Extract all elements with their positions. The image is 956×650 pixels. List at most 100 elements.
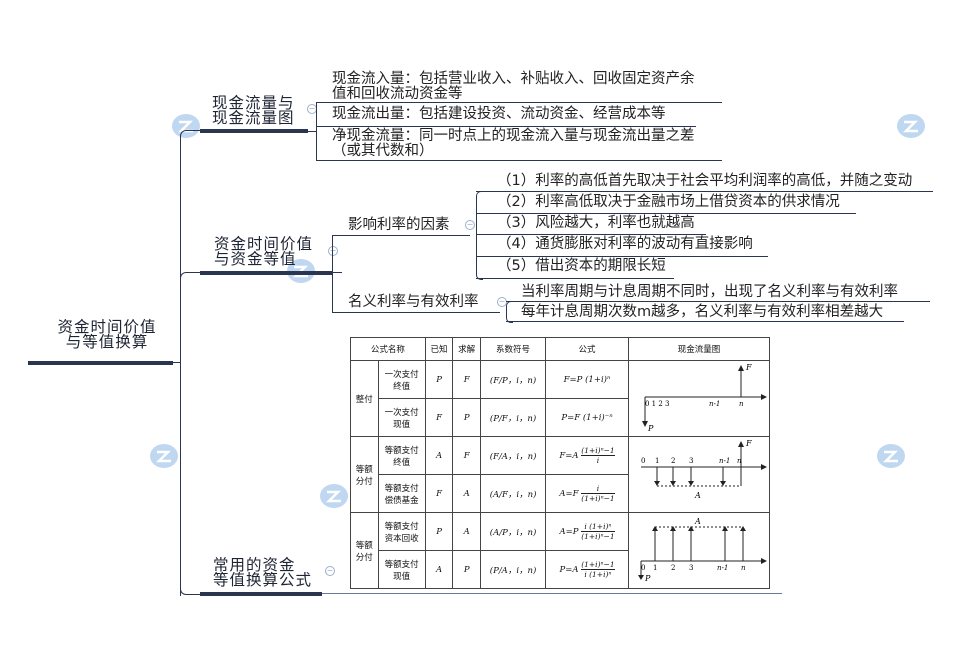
factor-symbol: (F/P，i，n): [479, 360, 547, 399]
nominal-rate-item[interactable]: 当利率周期与计息周期不同时，出现了名义利率与有效利率: [521, 284, 898, 300]
nominal-rate-underline: [506, 301, 930, 302]
interest-factor-item[interactable]: （3）风险越大，利率也就越高: [497, 215, 695, 231]
solve-var: A: [452, 512, 481, 551]
header-solve: 求解: [452, 337, 481, 361]
interest-factor-underline: [476, 278, 674, 279]
nominal-rate-item[interactable]: 每年计息周期次数m越多，名义利率与有效利率相差越大: [521, 304, 884, 320]
watermark-logo: [148, 440, 188, 474]
root-topic-label: 资金时间价值 与等值换算: [52, 319, 162, 350]
known-var: P: [424, 360, 454, 399]
branch-time-value-line2: 与资金等值: [214, 250, 297, 268]
header-formula-name: 公式名称: [350, 337, 426, 361]
factor-symbol: (A/P，i，n): [479, 512, 547, 551]
main-spine: [180, 136, 181, 596]
cashflow-inflow-underline: [316, 102, 722, 103]
formula-name: 等额支付现值: [377, 550, 426, 589]
interest-factor-item[interactable]: （2）利率高低取决于金融市场上借贷资本的供求情况: [497, 194, 840, 210]
factor-symbol: (P/A，i，n): [479, 550, 547, 589]
group-uniform-series: 等额分付: [350, 436, 379, 513]
table-row: 整付 一次支付终值 P F (F/P，i，n) F=P (1+i)ⁿ F P 0…: [350, 360, 771, 437]
formula-name: 一次支付终值: [377, 360, 426, 399]
solve-var: P: [452, 398, 481, 437]
table-row: 等额支付偿债基金 F A (A/F，i，n) A=F i(1+i)ⁿ−1: [351, 474, 770, 513]
svg-text:3: 3: [689, 457, 693, 465]
main-spine-mid-curve: [180, 272, 201, 279]
formula-expr: P=F (1+i)⁻ⁿ: [545, 398, 629, 437]
svg-text:n-1: n-1: [719, 457, 730, 465]
formula-name: 一次支付现值: [377, 398, 426, 437]
branch-time-value-underline: [200, 271, 332, 275]
interest-factor-item[interactable]: （1）利率的高低首先取决于社会平均利润率的高低，并随之变动: [497, 173, 913, 189]
svg-text:P: P: [644, 574, 651, 583]
branch-formulas-underline: [200, 592, 322, 596]
interest-factor-item[interactable]: （4）通货膨胀对利率的波动有直接影响: [497, 236, 753, 252]
svg-text:3: 3: [689, 564, 693, 572]
formula-name: 等额支付资本回收: [377, 512, 426, 551]
known-var: P: [424, 512, 454, 551]
cashflow-outflow-node[interactable]: 现金流出量：包括建设投资、流动资金、经营成本等: [332, 106, 666, 122]
svg-text:A: A: [694, 517, 701, 526]
cashflow-diagram-icon: F P 0 1 2 3 n-1 n: [641, 363, 767, 433]
group-lump-sum: 整付: [350, 360, 379, 437]
branch-cashflow-label[interactable]: 现金流量与 现金流量图: [212, 94, 295, 126]
header-formula: 公式: [545, 337, 629, 361]
interest-factors-node[interactable]: 影响利率的因素: [348, 217, 450, 233]
branch-cashflow-underline: [200, 129, 308, 133]
root-underline: [28, 361, 173, 365]
branch-formulas-label[interactable]: 常用的资金 等值换算公式: [213, 556, 313, 589]
known-var: A: [424, 550, 454, 589]
branch-formulas-line1: 常用的资金: [213, 556, 296, 574]
net-cashflow-node[interactable]: 净现金流量：同一时点上的现金流入量与现金流出量之差 （或其代数和）: [332, 129, 695, 159]
factor-symbol: (F/A，i，n): [479, 436, 547, 475]
interest-factors-bracket: [476, 191, 483, 280]
interest-factor-item[interactable]: （5）借出资本的期限长短: [497, 258, 666, 274]
collapse-toggle-icon[interactable]: −: [328, 246, 338, 256]
group-uniform-series: 等额分付: [350, 512, 379, 589]
factor-symbol: (A/F，i，n): [479, 474, 547, 513]
main-spine-top-curve: [180, 130, 201, 137]
svg-text:2: 2: [671, 457, 675, 465]
nominal-effective-rate-underline: [332, 312, 500, 313]
factor-symbol: (P/F，i，n): [479, 398, 547, 437]
interest-factor-underline: [476, 213, 856, 214]
branch-time-value-label[interactable]: 资金时间价值 与资金等值: [214, 235, 314, 268]
svg-text:F: F: [745, 439, 752, 448]
watermark-logo: [875, 440, 915, 474]
collapse-toggle-icon[interactable]: −: [465, 220, 475, 230]
branch-time-value-bracket: [332, 235, 333, 313]
branch-cashflow-connector: [308, 131, 316, 132]
interest-factor-underline: [476, 256, 768, 257]
watermark-logo: [895, 110, 935, 144]
branch-cashflow-line1: 现金流量与: [212, 94, 295, 112]
cashflow-inflow-line1: 现金流入量：包括营业收入、补贴收入、回收固定资产余: [332, 71, 695, 87]
watermark-logo: [170, 110, 210, 144]
cashflow-inflow-node[interactable]: 现金流入量：包括营业收入、补贴收入、回收固定资产余 值和回收流动资金等: [332, 72, 695, 102]
nominal-effective-rate-node[interactable]: 名义利率与有效利率: [348, 294, 479, 310]
svg-text:n: n: [741, 564, 746, 572]
nominal-effective-bracket: [506, 301, 513, 323]
known-var: A: [424, 436, 454, 475]
svg-text:n: n: [737, 457, 742, 465]
branch-time-value-line1: 资金时间价值: [214, 235, 314, 253]
solve-var: F: [452, 360, 481, 399]
cashflow-diagram-lump: F P 0 1 2 3 n-1 n: [627, 360, 771, 437]
table-row: 等额分付 等额支付资本回收 P A (A/P，i，n) A=P i (1+i)ⁿ…: [350, 512, 771, 589]
known-var: F: [424, 474, 454, 513]
branch-formulas-connector: [322, 593, 782, 594]
svg-text:0 1 2 3: 0 1 2 3: [645, 400, 670, 408]
formula-table: 公式名称 已知 求解 系数符号 公式 现金流量图 整付 一次支付终值 P F (…: [350, 337, 771, 589]
svg-text:0: 0: [641, 457, 645, 465]
interest-factors-underline: [332, 235, 470, 236]
branch-time-value-connector: [332, 272, 342, 273]
branch-formulas-line2: 等值换算公式: [213, 571, 313, 589]
formula-expr: F=P (1+i)ⁿ: [545, 360, 629, 399]
main-spine-bottom-curve: [180, 588, 201, 595]
collapse-toggle-icon[interactable]: −: [325, 566, 335, 576]
net-cashflow-underline: [316, 160, 722, 161]
svg-text:n: n: [739, 400, 744, 408]
